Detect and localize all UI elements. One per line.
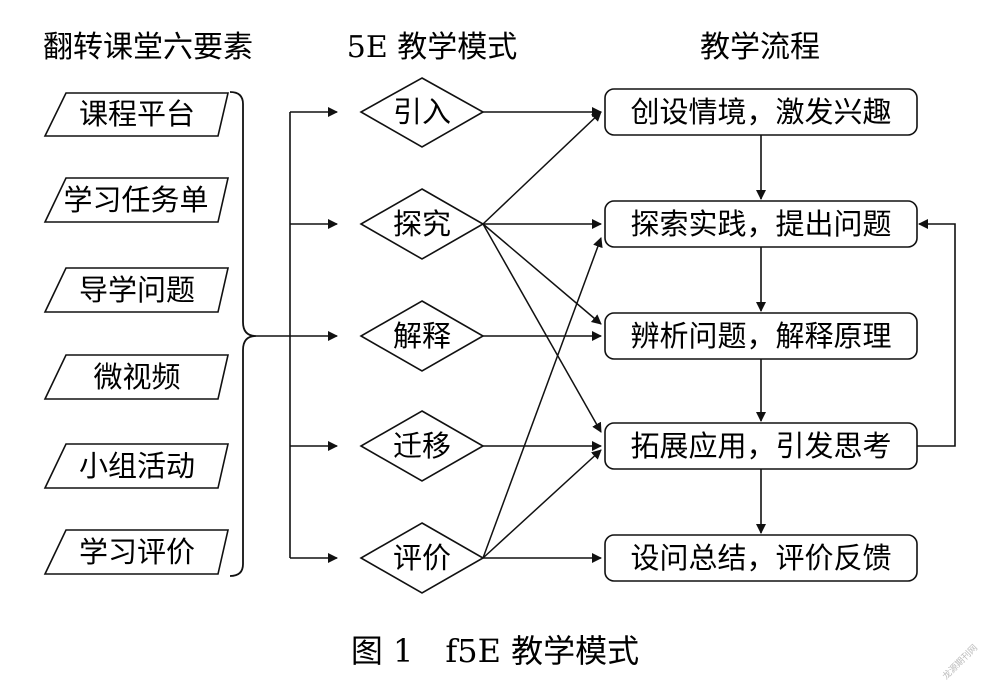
process-step-label-5: 设问总结，评价反馈 (630, 541, 891, 575)
element-parallelogram-5: 小组活动 (43, 443, 230, 489)
stage-diamond-evaluate: 评价 (359, 522, 485, 594)
element-label-3: 导学问题 (79, 273, 195, 307)
watermark: 龙源期刊网 (940, 642, 980, 682)
element-label-2: 学习任务单 (63, 183, 208, 217)
element-parallelogram-1: 课程平台 (43, 92, 230, 137)
stage-diamond-engage: 引入 (359, 77, 485, 148)
element-parallelogram-6: 学习评价 (43, 529, 230, 575)
header-process: 教学流程 (700, 30, 820, 65)
header-elements: 翻转课堂六要素 (43, 30, 253, 65)
stage-label-engage: 引入 (393, 95, 451, 129)
arrow-explore-to-step1 (482, 111, 602, 225)
arrow-explore-to-step4 (482, 223, 602, 433)
element-parallelogram-3: 导学问题 (43, 267, 230, 313)
stage-label-evaluate: 评价 (393, 541, 451, 575)
stage-diamond-explain: 解释 (359, 300, 485, 372)
process-step-label-2: 探索实践，提出问题 (630, 207, 891, 241)
element-label-6: 学习评价 (79, 535, 195, 569)
element-label-4: 微视频 (93, 360, 180, 394)
process-step-1: 创设情境，激发兴趣 (604, 88, 918, 136)
stage-diamond-explore: 探究 (359, 188, 485, 260)
process-step-label-4: 拓展应用，引发思考 (630, 429, 891, 463)
process-step-5: 设问总结，评价反馈 (604, 534, 918, 582)
elements-brace (229, 91, 257, 577)
distribution-connector (256, 107, 338, 563)
stage-to-process-arrows (482, 107, 603, 563)
process-step-label-1: 创设情境，激发兴趣 (630, 95, 891, 129)
process-step-4: 拓展应用，引发思考 (604, 422, 918, 470)
element-label-1: 课程平台 (79, 97, 195, 131)
stage-label-explore: 探究 (393, 207, 451, 241)
process-step-2: 探索实践，提出问题 (604, 200, 918, 248)
process-step-label-3: 辨析问题，解释原理 (630, 319, 891, 353)
element-parallelogram-4: 微视频 (43, 354, 230, 400)
arrow-evaluate-to-step4 (482, 449, 602, 559)
stage-label-elaborate: 迁移 (393, 429, 451, 463)
arrow-explore-to-step3 (482, 223, 602, 325)
stage-label-explain: 解释 (393, 319, 451, 353)
element-parallelogram-2: 学习任务单 (43, 177, 230, 223)
arrow-evaluate-to-step2 (482, 237, 603, 559)
process-step-3: 辨析问题，解释原理 (604, 312, 918, 360)
stage-diamond-elaborate: 迁移 (359, 410, 485, 482)
figure-caption: 图 1 f5E 教学模式 (351, 632, 639, 670)
element-label-5: 小组活动 (79, 449, 195, 483)
feedback-loop-arrow (917, 219, 956, 447)
header-model: 5E 教学模式 (347, 30, 518, 65)
